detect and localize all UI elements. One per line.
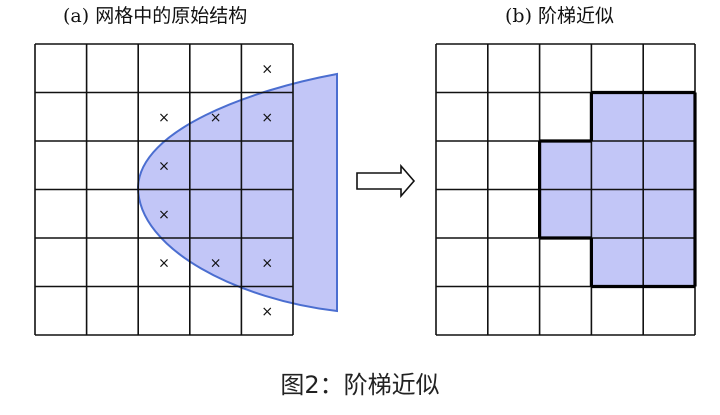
panel-b-filled-cells [539, 92, 696, 287]
filled-cell [539, 141, 592, 190]
hollow-right-arrow-icon [356, 163, 416, 199]
filled-cell [643, 141, 696, 190]
panel-a-markers: × × × × × × × × × × [158, 61, 273, 320]
panel-a: (a) 网格中的原始结构 × × × × × × × × × × [34, 5, 338, 336]
cross-marker: × [158, 158, 170, 174]
cross-marker: × [210, 255, 222, 271]
filled-cell [643, 92, 696, 142]
figure-caption: 图2：阶梯近似 [280, 371, 439, 399]
filled-cell [643, 238, 696, 287]
panel-a-title: (a) 网格中的原始结构 [63, 5, 247, 27]
filled-cell [643, 189, 696, 239]
filled-cell [539, 189, 592, 239]
cross-marker: × [261, 61, 273, 77]
cross-marker: × [261, 304, 273, 320]
cross-marker: × [158, 207, 170, 223]
panel-a-grid-lines [34, 43, 294, 336]
panel-b-title: (b) 阶梯近似 [505, 5, 614, 27]
filled-cell [591, 238, 644, 287]
filled-cell [591, 92, 644, 142]
panel-b: (b) 阶梯近似 [435, 5, 697, 336]
staircase-outline [538, 90, 697, 289]
cross-marker: × [158, 255, 170, 271]
cross-marker: × [261, 255, 273, 271]
panel-b-grid-lines [435, 43, 696, 336]
cross-marker: × [158, 110, 170, 126]
filled-cell [591, 141, 644, 190]
filled-cell [591, 189, 644, 239]
cross-marker: × [210, 110, 222, 126]
cross-marker: × [261, 110, 273, 126]
